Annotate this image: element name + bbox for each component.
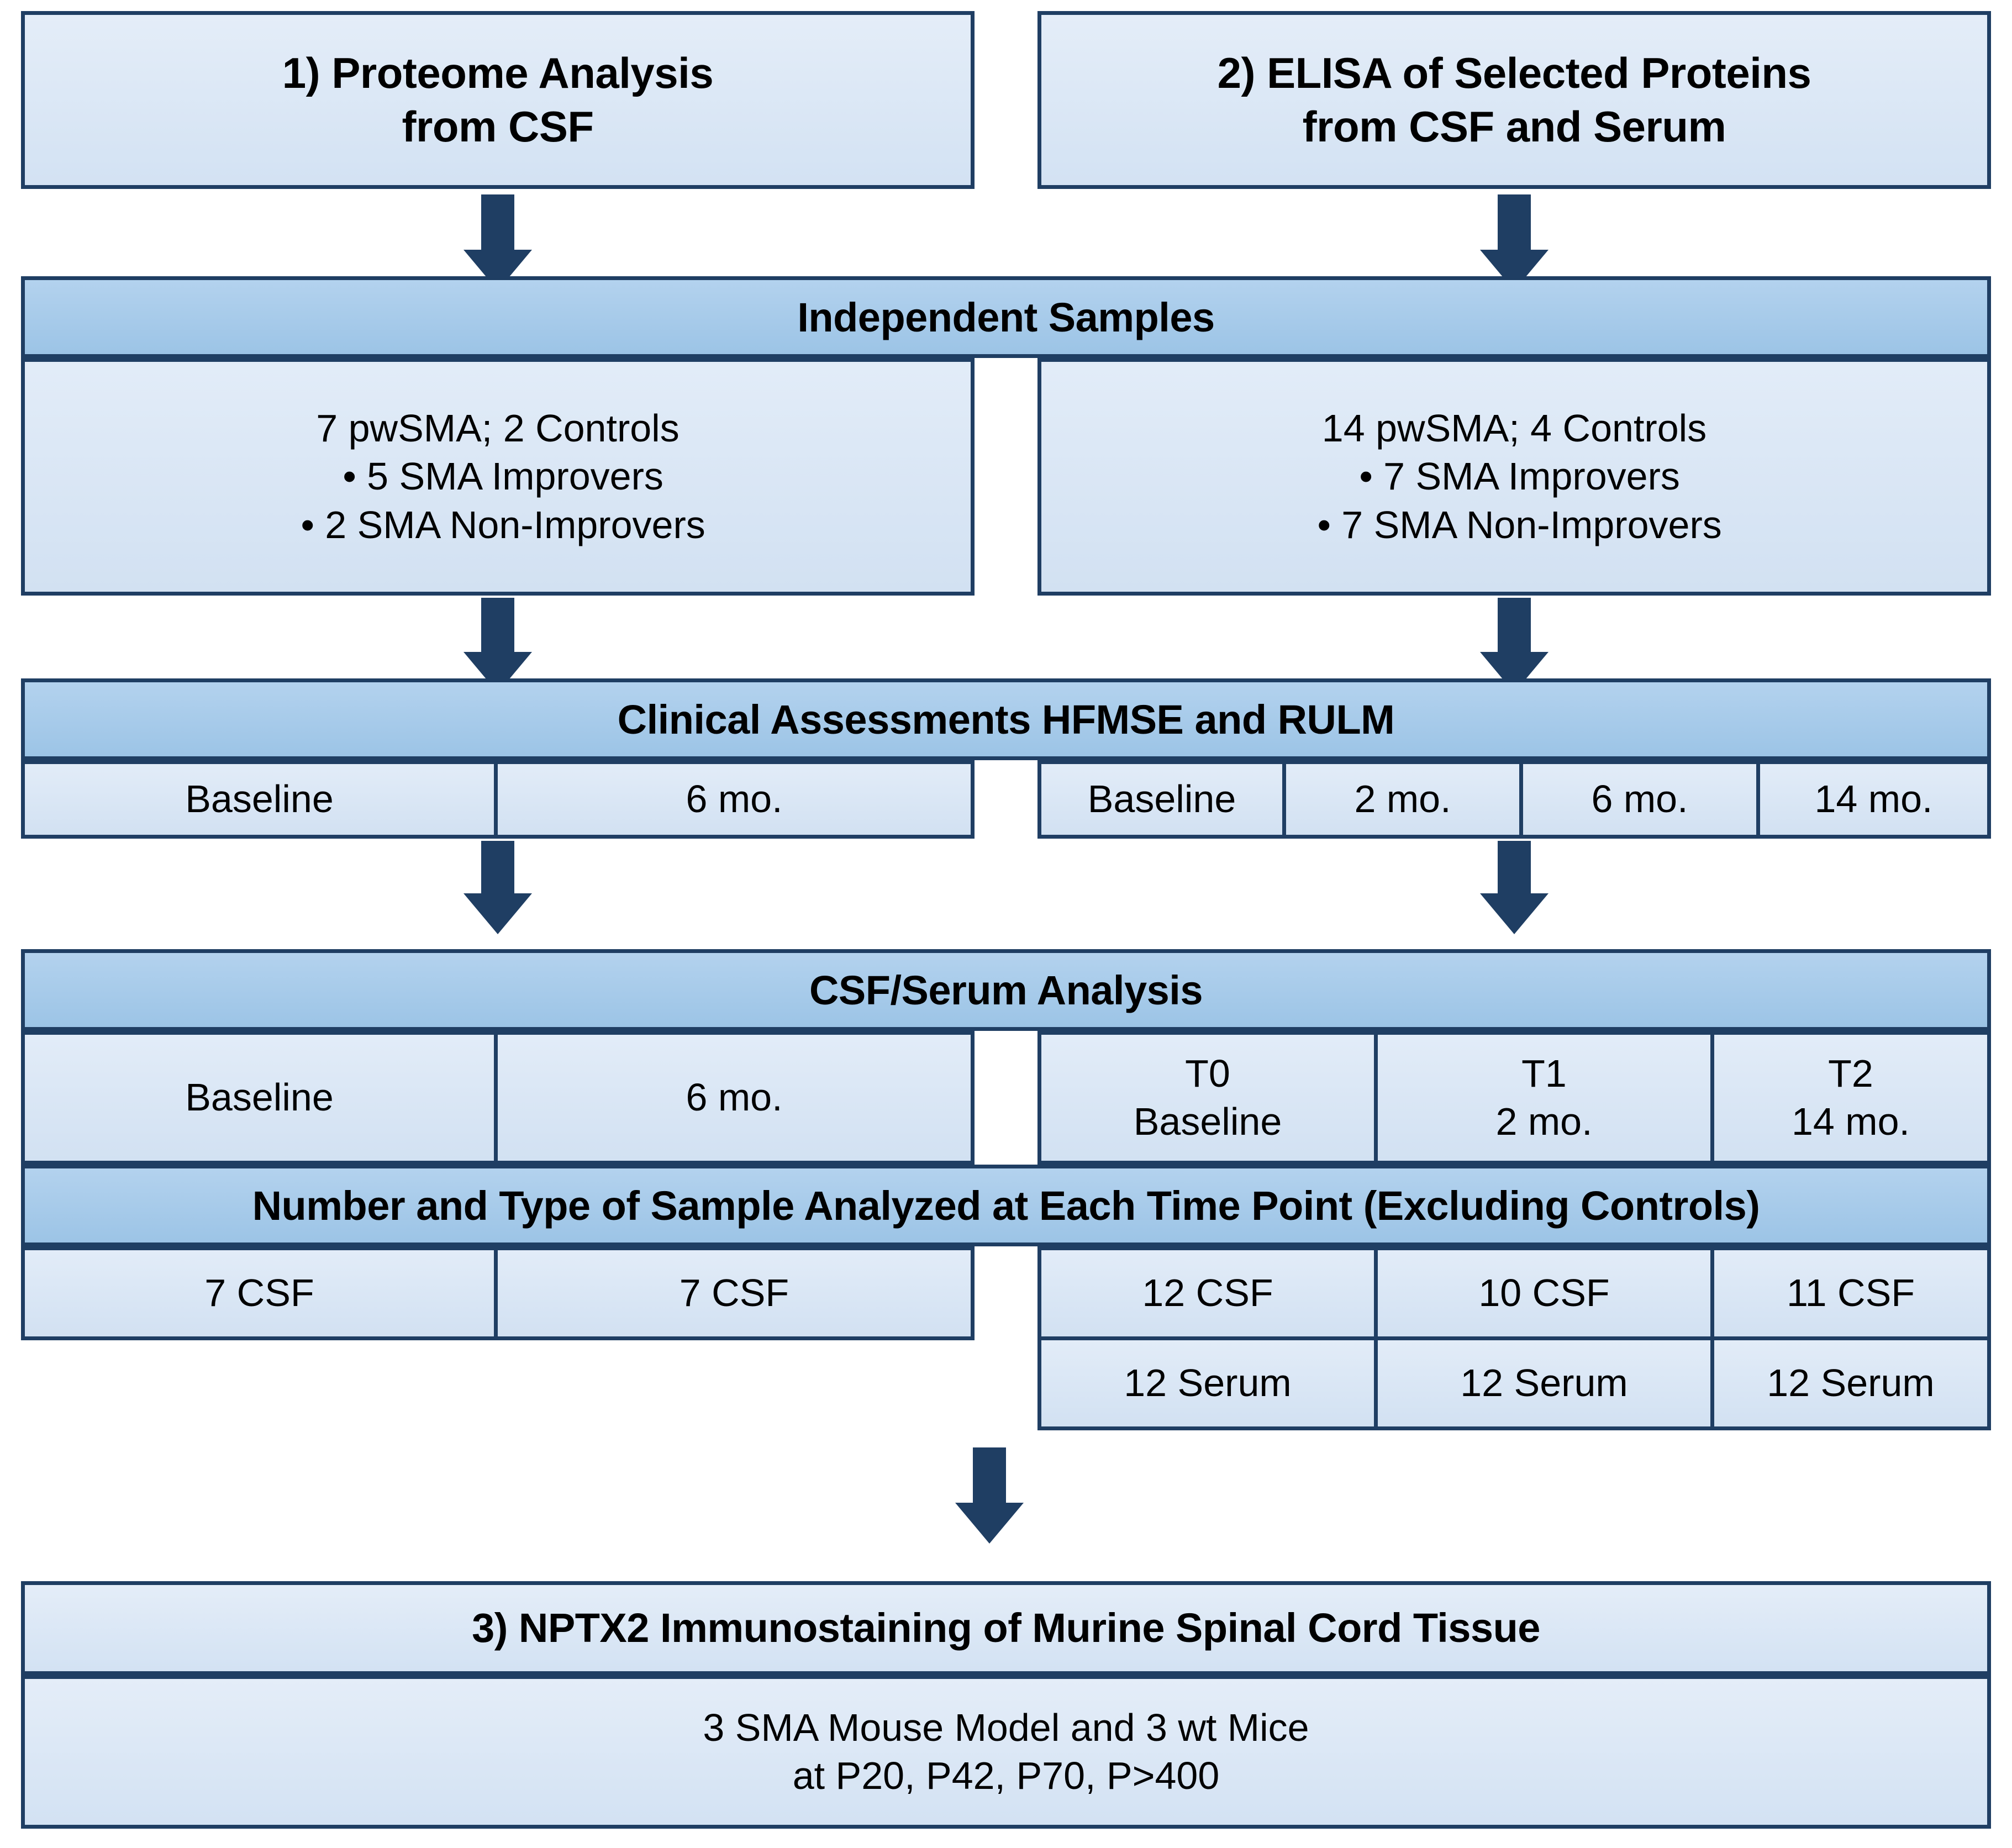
csf-left-count-baseline: 7 CSF	[21, 1246, 498, 1340]
csf-right-timepoint-t1-code: T1	[1521, 1051, 1567, 1095]
csf-left-timepoint-baseline: Baseline	[21, 1031, 498, 1165]
clinical-right-timepoint-2mo: 2 mo.	[1282, 760, 1523, 839]
study-arm-1-line2: from CSF	[402, 102, 594, 151]
csf-left-timepoint-6mo: 6 mo.	[494, 1031, 975, 1165]
clinical-left-timepoint-6mo-label: 6 mo.	[686, 777, 783, 821]
clinical-right-timepoint-2mo-label: 2 mo.	[1354, 777, 1451, 821]
bullet-dot-icon: •	[343, 455, 356, 498]
samples-left-bullet-1-label: 5 SMA Improvers	[367, 455, 663, 498]
csf-left-timepoint-6mo-label: 6 mo.	[686, 1076, 783, 1119]
csf-left-count-baseline-label: 7 CSF	[204, 1271, 314, 1315]
immunostaining-body-box: 3 SMA Mouse Model and 3 wt Mice at P20, …	[21, 1675, 1991, 1829]
clinical-assessments-band: Clinical Assessments HFMSE and RULM	[21, 678, 1991, 760]
clinical-right-timepoint-baseline-label: Baseline	[1087, 777, 1236, 821]
csf-serum-analysis-band-label: CSF/Serum Analysis	[809, 967, 1203, 1013]
clinical-right-timepoint-14mo-label: 14 mo.	[1814, 777, 1933, 821]
csf-right-count-t0: 12 CSF	[1037, 1246, 1378, 1340]
immunostaining-band: 3) NPTX2 Immunostaining of Murine Spinal…	[21, 1581, 1991, 1675]
independent-samples-left-cell: 7 pwSMA; 2 Controls • 5 SMA Improvers • 2 …	[21, 358, 975, 596]
clinical-right-timepoint-6mo-label: 6 mo.	[1591, 777, 1688, 821]
csf-right-count-t1-label: 10 CSF	[1478, 1271, 1610, 1315]
bullet-dot-icon: •	[301, 503, 314, 546]
immunostaining-body-line2: at P20, P42, P70, P>400	[792, 1754, 1220, 1797]
csf-right-count-t2-label: 11 CSF	[1786, 1271, 1915, 1315]
csf-right-timepoint-t1: T1 2 mo.	[1374, 1031, 1714, 1165]
clinical-left-timepoint-baseline-label: Baseline	[185, 777, 334, 821]
samples-left-bullet-2: • 2 SMA Non-Improvers	[25, 501, 971, 550]
study-arm-1-box: 1) Proteome Analysis from CSF	[21, 11, 975, 189]
sample-counts-band: Number and Type of Sample Analyzed at Ea…	[21, 1165, 1991, 1246]
samples-left-header: 7 pwSMA; 2 Controls	[316, 406, 680, 450]
serum-right-count-t2: 12 Serum	[1710, 1336, 1991, 1430]
samples-right-bullet-1: •7 SMA Improvers	[1041, 452, 1987, 501]
csf-right-timepoint-t2-label: 14 mo.	[1792, 1100, 1910, 1143]
independent-samples-right-cell: 14 pwSMA; 4 Controls •7 SMA Improvers •7…	[1037, 358, 1991, 596]
serum-right-count-t0-label: 12 Serum	[1124, 1361, 1292, 1405]
csf-left-timepoint-baseline-label: Baseline	[185, 1076, 334, 1119]
serum-right-count-t0: 12 Serum	[1037, 1336, 1378, 1430]
csf-right-timepoint-t2: T2 14 mo.	[1710, 1031, 1991, 1165]
samples-left-bullet-2-label: 2 SMA Non-Improvers	[325, 503, 705, 546]
immunostaining-body-line1: 3 SMA Mouse Model and 3 wt Mice	[703, 1706, 1309, 1750]
clinical-right-timepoint-6mo: 6 mo.	[1519, 760, 1760, 839]
bullet-dot-icon: •	[1359, 455, 1373, 498]
csf-right-timepoint-t2-code: T2	[1828, 1051, 1873, 1095]
bullet-dot-icon: •	[1317, 503, 1331, 546]
sample-counts-band-label: Number and Type of Sample Analyzed at Ea…	[252, 1182, 1760, 1229]
clinical-right-timepoint-14mo: 14 mo.	[1756, 760, 1991, 839]
clinical-left-timepoint-6mo: 6 mo.	[494, 760, 975, 839]
clinical-left-timepoint-baseline: Baseline	[21, 760, 498, 839]
csf-right-timepoint-t0: T0 Baseline	[1037, 1031, 1378, 1165]
independent-samples-band: Independent Samples	[21, 276, 1991, 358]
study-arm-1-line1: 1) Proteome Analysis	[282, 49, 714, 98]
study-arm-2-line2: from CSF and Serum	[1302, 102, 1726, 151]
csf-serum-analysis-band: CSF/Serum Analysis	[21, 949, 1991, 1031]
samples-right-bullet-2-label: 7 SMA Non-Improvers	[1341, 503, 1722, 546]
csf-right-count-t1: 10 CSF	[1374, 1246, 1714, 1340]
samples-right-header: 14 pwSMA; 4 Controls	[1321, 406, 1707, 450]
csf-right-count-t2: 11 CSF	[1710, 1246, 1991, 1340]
independent-samples-band-label: Independent Samples	[797, 294, 1215, 340]
csf-right-timepoint-t0-label: Baseline	[1133, 1100, 1282, 1143]
csf-left-count-6mo-label: 7 CSF	[679, 1271, 789, 1315]
immunostaining-band-label: 3) NPTX2 Immunostaining of Murine Spinal…	[472, 1605, 1540, 1651]
serum-right-count-t1-label: 12 Serum	[1460, 1361, 1628, 1405]
csf-right-timepoint-t0-code: T0	[1185, 1051, 1230, 1095]
clinical-right-timepoint-baseline: Baseline	[1037, 760, 1286, 839]
csf-left-count-6mo: 7 CSF	[494, 1246, 975, 1340]
study-arm-2-line1: 2) ELISA of Selected Proteins	[1217, 49, 1811, 98]
csf-right-timepoint-t1-label: 2 mo.	[1495, 1100, 1593, 1143]
samples-left-bullet-1: • 5 SMA Improvers	[25, 452, 971, 501]
serum-right-count-t1: 12 Serum	[1374, 1336, 1714, 1430]
study-arm-2-box: 2) ELISA of Selected Proteins from CSF a…	[1037, 11, 1991, 189]
csf-right-count-t0-label: 12 CSF	[1142, 1271, 1273, 1315]
clinical-assessments-band-label: Clinical Assessments HFMSE and RULM	[617, 696, 1395, 743]
serum-right-count-t2-label: 12 Serum	[1767, 1361, 1935, 1405]
samples-right-bullet-1-label: 7 SMA Improvers	[1383, 455, 1680, 498]
samples-right-bullet-2: •7 SMA Non-Improvers	[1041, 501, 1987, 550]
